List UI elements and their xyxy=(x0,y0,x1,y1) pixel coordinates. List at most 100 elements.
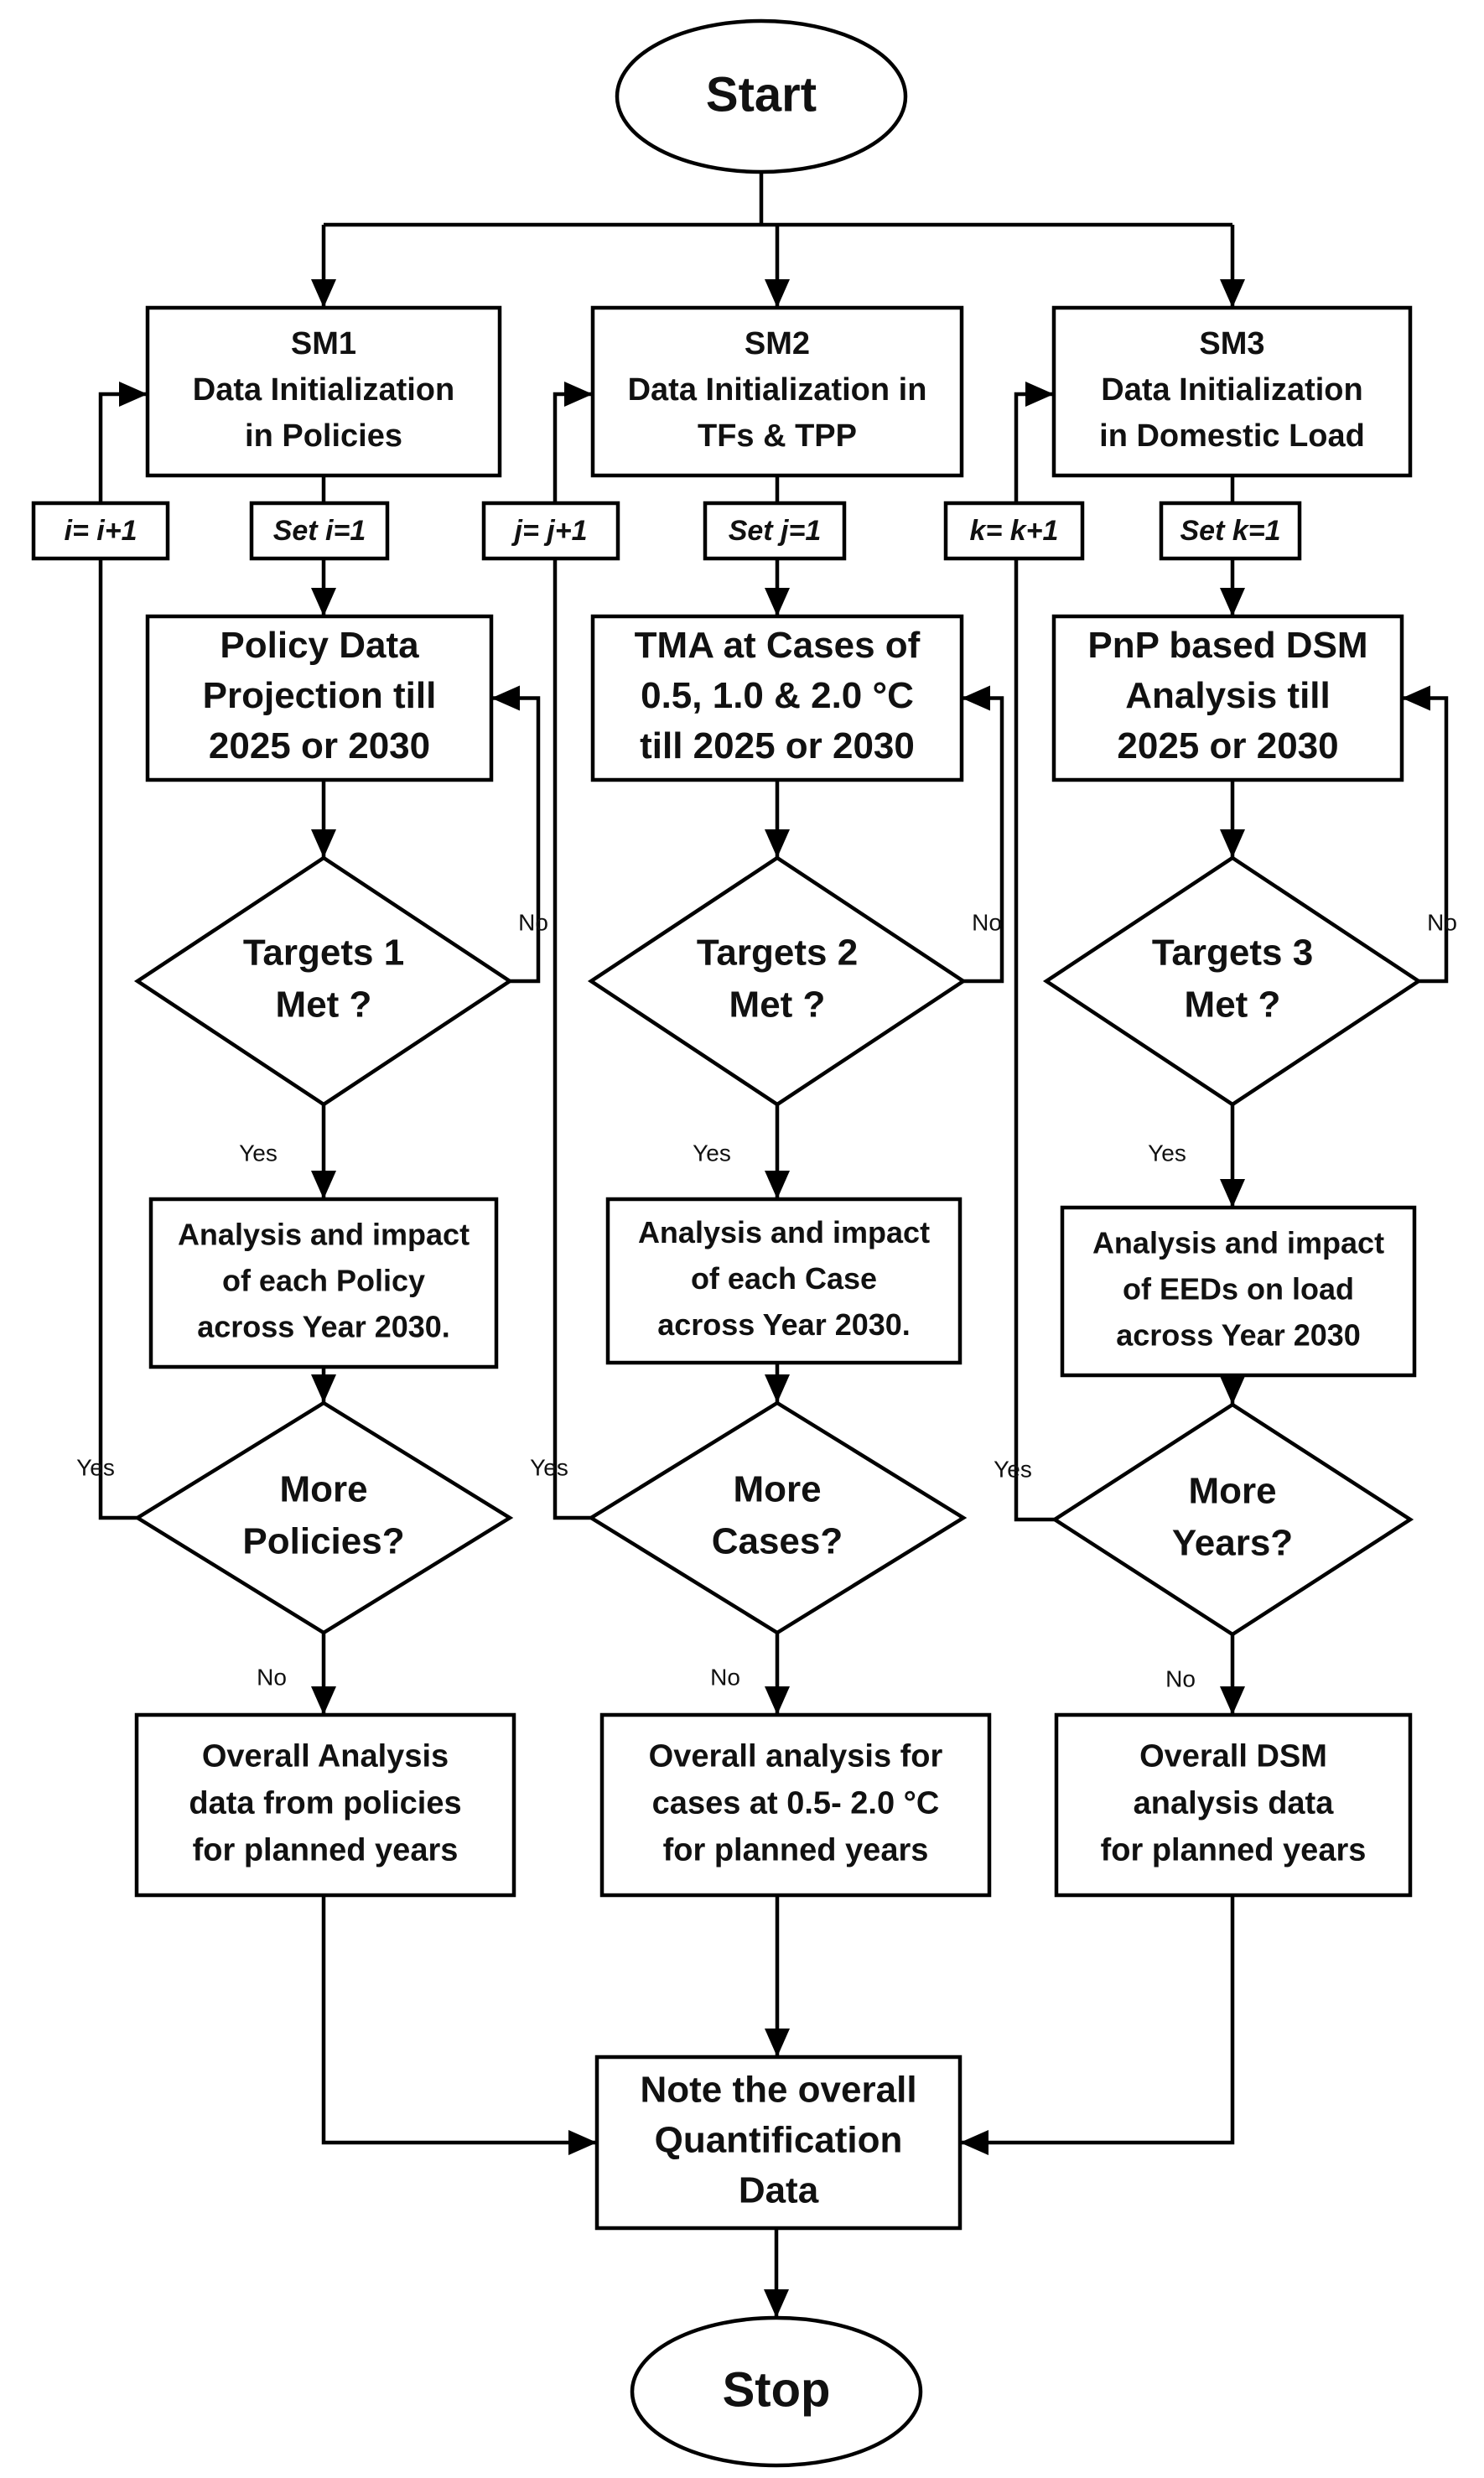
final-to-stop-arrow xyxy=(764,2289,789,2318)
col3-no-loop-arrow xyxy=(1402,685,1430,711)
col2-more-text-line-1: More xyxy=(733,1469,821,1510)
col2-analysis-arrow xyxy=(765,1171,790,1199)
col1-no-loop-arrow xyxy=(491,685,520,711)
col2-init-arrow xyxy=(765,279,790,308)
col3-more-decision xyxy=(1051,1402,1414,1637)
col3-more-text-line-1: More xyxy=(1188,1471,1276,1512)
col2-init-text-line-1: SM2 xyxy=(745,326,810,361)
col3-more-yes-label: Yes xyxy=(994,1456,1032,1482)
col3-more-arrow xyxy=(1220,1376,1245,1405)
col1-more-yes-label: Yes xyxy=(76,1454,115,1480)
col3-targets-text-line-2: Met ? xyxy=(1185,984,1281,1026)
col1-overall-text-line-2: data from policies xyxy=(189,1786,461,1821)
col2-targets-decision xyxy=(587,855,968,1107)
col3-analysis-arrow xyxy=(1220,1179,1245,1208)
col2-init-box xyxy=(590,305,964,478)
col1-analysis-arrow xyxy=(311,1171,336,1199)
col3-overall-arrow xyxy=(1220,1686,1245,1715)
col3-set-counter-box xyxy=(1159,501,1302,561)
col2-proc-arrow xyxy=(765,588,790,616)
col1-increment-counter-label: i= i+1 xyxy=(65,515,138,547)
col1-overall-text-line-3: for planned years xyxy=(193,1833,459,1868)
col2-target-arrow xyxy=(765,829,790,858)
col1-process-box xyxy=(145,614,494,782)
col2-more-yes-label: Yes xyxy=(530,1454,568,1480)
col1-set-counter-box xyxy=(249,501,390,561)
col1-init-text-line-3: in Policies xyxy=(245,418,402,454)
stop-label: Stop xyxy=(723,2362,831,2417)
col3-analysis-text-line-1: Analysis and impact xyxy=(1092,1226,1384,1260)
col3-process-box xyxy=(1051,614,1404,782)
col3-init-box xyxy=(1051,305,1413,478)
col1-init-box xyxy=(145,305,502,478)
col3-yes-loop-lower-line xyxy=(1014,558,1055,1522)
col3-target-arrow xyxy=(1220,829,1245,858)
col2-targets-text-line-2: Met ? xyxy=(729,984,826,1026)
col1-targets-text-line-1: Targets 1 xyxy=(243,932,404,974)
col3-overall-box xyxy=(1054,1712,1413,1898)
col1-more-decision xyxy=(133,1400,514,1635)
col1-init-text-line-1: SM1 xyxy=(291,326,356,361)
col3-process-text-line-1: PnP based DSM xyxy=(1087,625,1367,666)
connector-lines xyxy=(98,172,1449,2318)
col1-init-arrow xyxy=(311,279,336,308)
col1-analysis-text-line-1: Analysis and impact xyxy=(178,1218,470,1252)
col3-overall-text-line-1: Overall DSM xyxy=(1139,1739,1327,1774)
col3-no-loop-line xyxy=(1402,696,1449,984)
col1-yes-loop-upper-line xyxy=(98,392,148,503)
col1-analysis-box xyxy=(148,1197,499,1369)
col2-yes-loop-upper-line xyxy=(553,392,593,503)
col3-process-text-line-2: Analysis till xyxy=(1125,675,1331,716)
col2-more-no-label: No xyxy=(710,1664,740,1690)
col1-more-arrow xyxy=(311,1374,336,1403)
col2-overall-text-line-2: cases at 0.5- 2.0 °C xyxy=(652,1786,940,1821)
col3-increment-counter-box xyxy=(943,501,1085,561)
start-label: Start xyxy=(706,67,817,122)
col1-overall-to-final-line xyxy=(321,1895,597,2145)
col1-analysis-text-line-2: of each Policy xyxy=(222,1264,425,1298)
col1-targets-text-line-2: Met ? xyxy=(276,984,372,1026)
col1-process-text-line-3: 2025 or 2030 xyxy=(209,725,430,766)
col2-more-decision xyxy=(587,1400,968,1635)
col2-process-text-line-3: till 2025 or 2030 xyxy=(640,725,915,766)
col2-targets-text-line-1: Targets 2 xyxy=(697,932,858,974)
col2-yes-loop-lower-line xyxy=(553,558,591,1520)
col1-increment-counter-box xyxy=(31,501,170,561)
col2-overall-box xyxy=(599,1712,992,1898)
col1-targets-decision xyxy=(133,855,514,1107)
col2-more-arrow xyxy=(765,1374,790,1403)
col1-yes-loop-arrow xyxy=(119,382,148,407)
col2-process-text-line-2: 0.5, 1.0 & 2.0 °C xyxy=(641,675,914,716)
col1-overall-text-line-1: Overall Analysis xyxy=(202,1739,449,1774)
col3-overall-to-final-line xyxy=(960,1895,1235,2145)
col3-analysis-box xyxy=(1060,1205,1417,1378)
col2-analysis-text-line-1: Analysis and impact xyxy=(638,1215,930,1249)
col1-overall-to-final-arrow xyxy=(568,2130,597,2155)
col1-init-text-line-2: Data Initialization xyxy=(193,372,454,408)
stop-terminal xyxy=(630,2315,923,2468)
col2-process-box xyxy=(590,614,964,782)
col2-init-text-line-3: TFs & TPP xyxy=(698,418,857,454)
col2-targets-no-label: No xyxy=(972,909,1002,935)
col1-set-counter-label: Set i=1 xyxy=(273,515,366,547)
col1-process-text-line-1: Policy Data xyxy=(220,625,419,666)
col1-yes-loop-lower-line xyxy=(98,558,138,1520)
col3-yes-loop-upper-line xyxy=(1014,392,1054,503)
col3-proc-arrow xyxy=(1220,588,1245,616)
col2-no-loop-arrow xyxy=(962,685,990,711)
final-box-text-line-1: Note the overall xyxy=(640,2070,916,2111)
final-box-text-line-3: Data xyxy=(739,2170,819,2211)
col1-proc-arrow xyxy=(311,588,336,616)
col3-more-text-line-2: Years? xyxy=(1172,1523,1293,1564)
col1-more-text-line-1: More xyxy=(279,1469,367,1510)
col1-targets-yes-label: Yes xyxy=(239,1140,278,1166)
start-terminal xyxy=(615,18,908,174)
col2-increment-counter-box xyxy=(481,501,620,561)
col3-init-arrow xyxy=(1220,279,1245,308)
col1-process-text-line-2: Projection till xyxy=(203,675,437,716)
col3-init-text-line-3: in Domestic Load xyxy=(1099,418,1365,454)
col2-analysis-box xyxy=(605,1197,963,1365)
col2-set-counter-label: Set j=1 xyxy=(729,515,822,547)
col3-analysis-text-line-2: of EEDs on load xyxy=(1123,1272,1354,1307)
